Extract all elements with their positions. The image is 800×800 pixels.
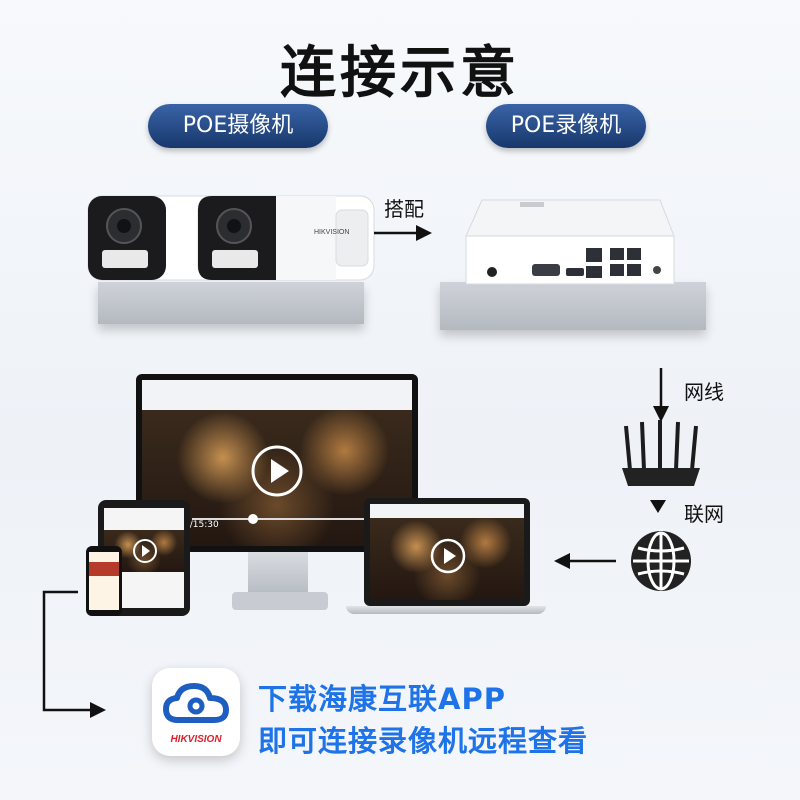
pairing-label: 搭配 [384,197,424,221]
monitor-app-toolbar [142,380,412,410]
internet-left-arrow-icon [554,553,616,569]
phone-banner [89,562,119,576]
camera-shelf [98,282,364,324]
cable-down-arrow-icon [653,368,669,422]
app-download-line1: 下载海康互联APP [258,682,506,716]
network-cable-label: 网线 [684,380,724,404]
smartphone-device [86,546,122,616]
app-bracket-arrow-icon [42,590,106,718]
play-icon[interactable] [250,444,304,498]
monitor-progress-knob[interactable] [248,514,258,524]
camera-label: POE摄像机 [182,113,294,138]
poe-cameras: HIKVISION [87,195,375,281]
laptop-toolbar [370,504,524,518]
nvr-label-pill: POE录像机 [486,104,646,148]
pairing-arrow-icon [374,225,432,241]
hik-connect-app-icon[interactable]: HIKVISION [152,668,240,756]
monitor-stand [232,592,328,610]
monitor-neck [248,552,308,592]
camera-2: HIKVISION [197,195,375,281]
laptop-play-icon[interactable] [430,538,466,574]
laptop-device [364,498,530,606]
cloud-app-icon [163,683,229,723]
laptop-base [346,606,546,614]
camera-label-pill: POE摄像机 [148,104,328,148]
internet-label: 联网 [684,502,724,526]
app-download-line2: 即可连接录像机远程查看 [258,724,589,758]
monitor-timestamp: 2/15:30 [184,520,219,530]
nvr-label: POE录像机 [510,113,622,138]
nvr-shelf [440,282,706,330]
internet-down-triangle-icon [650,500,666,513]
globe-icon [631,531,691,591]
monitor-progress-track [192,518,402,520]
page-title: 连接示意 [280,41,520,106]
router-icon [622,420,700,486]
poe-nvr [465,199,675,285]
camera-logo-text: HIKVISION [314,229,349,236]
tablet-play-icon[interactable] [132,538,158,564]
phone-screen [89,552,119,610]
app-logo-text: HIKVISION [170,734,222,745]
